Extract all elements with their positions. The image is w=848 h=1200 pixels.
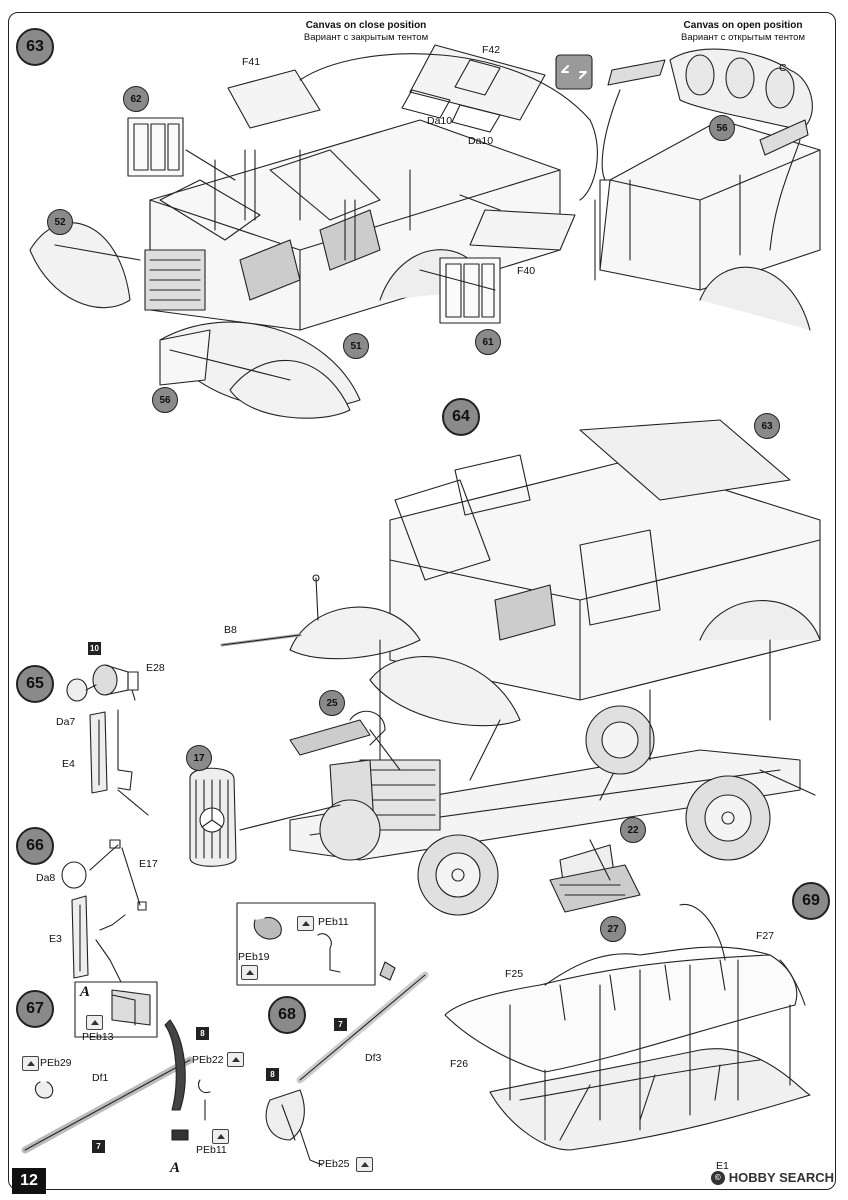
detail-label-A-ref: A (170, 1160, 181, 1176)
subassembly-51: 51 (343, 333, 369, 359)
detail-label-A: A (80, 984, 91, 1000)
subassembly-62: 62 (123, 86, 149, 112)
paint-code-8: 8 (266, 1068, 279, 1081)
paint-code-7: 7 (92, 1140, 105, 1153)
subassembly-56: 56 (152, 387, 178, 413)
step-69-marker: 69 (792, 882, 830, 920)
part-label-PEb29: PEb29 (40, 1057, 72, 1069)
part-label-F42: F42 (482, 44, 501, 56)
page-frame (8, 12, 836, 1190)
step-64-marker: 64 (442, 398, 480, 436)
paint-code-8: 8 (196, 1027, 209, 1040)
step-68-marker: 68 (268, 996, 306, 1034)
part-label-PEb11: PEb11 (196, 1144, 227, 1156)
open-canvas-caption: Canvas on open position Вариант с открыт… (668, 20, 818, 44)
page-number: 12 (12, 1168, 46, 1194)
photo-etch-icon (22, 1056, 39, 1071)
subassembly-61: 61 (475, 329, 501, 355)
step69-frame-drawing (444, 903, 811, 1151)
paint-code-10: 10 (88, 642, 101, 655)
part-label-PEb13: PEb13 (82, 1031, 114, 1043)
part-label-PEb25: PEb25 (318, 1158, 350, 1170)
part-label-E4: E4 (62, 758, 75, 770)
subassembly-52: 52 (47, 209, 73, 235)
part-label-Da8: Da8 (36, 872, 56, 884)
photo-etch-icon (227, 1052, 244, 1067)
photo-etch-icon (297, 916, 314, 931)
watermark-brand: HOBBY SEARCH (728, 1170, 834, 1185)
part-label-F40: F40 (517, 265, 536, 277)
subassembly-27: 27 (600, 916, 626, 942)
part-label-E1: E1 (716, 1160, 729, 1172)
photo-etch-icon (212, 1129, 229, 1144)
step-66-marker: 66 (16, 827, 54, 865)
part-label-F41: F41 (242, 56, 261, 68)
part-label-E3: E3 (49, 933, 62, 945)
part-label-F27: F27 (756, 930, 775, 942)
subassembly-25: 25 (319, 690, 345, 716)
open-canvas-title: Canvas on open position (683, 20, 803, 31)
copyright-mark: © (710, 1170, 725, 1185)
closed-canvas-title: Canvas on close position (305, 20, 427, 31)
part-label-PEb11: PEb11 (318, 916, 349, 928)
photo-etch-icon (356, 1157, 373, 1172)
step64-vehicle-drawing (189, 419, 821, 916)
step65-lamp-drawing (66, 664, 149, 816)
subassembly-22: 22 (620, 817, 646, 843)
step66-mirror-drawing (61, 839, 147, 991)
step63-vehicle-closed-drawing (29, 44, 598, 419)
subassembly-17: 17 (186, 745, 212, 771)
part-label-E17: E17 (139, 858, 158, 870)
part-label-E28: E28 (146, 662, 165, 674)
step63-vehicle-open-drawing (555, 48, 821, 331)
open-canvas-subtitle: Вариант с открытым тентом (681, 32, 805, 43)
step-65-marker: 65 (16, 665, 54, 703)
step67-pickaxe-drawing (21, 981, 211, 1154)
part-label-B8: B8 (224, 624, 237, 636)
part-label-F25: F25 (505, 968, 524, 980)
part-label-Da10-a: Da10 (427, 115, 453, 127)
photo-etch-icon (86, 1015, 103, 1030)
step68-shovel-drawing (236, 902, 429, 1166)
part-label-Df1: Df1 (92, 1072, 109, 1084)
part-label-PEb22: PEb22 (192, 1054, 224, 1066)
subassembly-56-open: 56 (709, 115, 735, 141)
subassembly-63: 63 (754, 413, 780, 439)
part-label-Da7: Da7 (56, 716, 76, 728)
part-label-PEb19: PEb19 (238, 951, 270, 963)
part-label-Da10-b: Da10 (468, 135, 494, 147)
part-label-F26: F26 (450, 1058, 469, 1070)
paint-code-7: 7 (334, 1018, 347, 1031)
step-67-marker: 67 (16, 990, 54, 1028)
closed-canvas-caption: Canvas on close position Вариант с закры… (296, 20, 436, 44)
part-label-C: C (779, 62, 787, 74)
closed-canvas-subtitle: Вариант с закрытым тентом (303, 32, 429, 43)
photo-etch-icon (241, 965, 258, 980)
part-label-Df3: Df3 (365, 1052, 382, 1064)
step-63-marker: 63 (16, 28, 54, 66)
watermark: © HOBBY SEARCH (710, 1170, 834, 1185)
